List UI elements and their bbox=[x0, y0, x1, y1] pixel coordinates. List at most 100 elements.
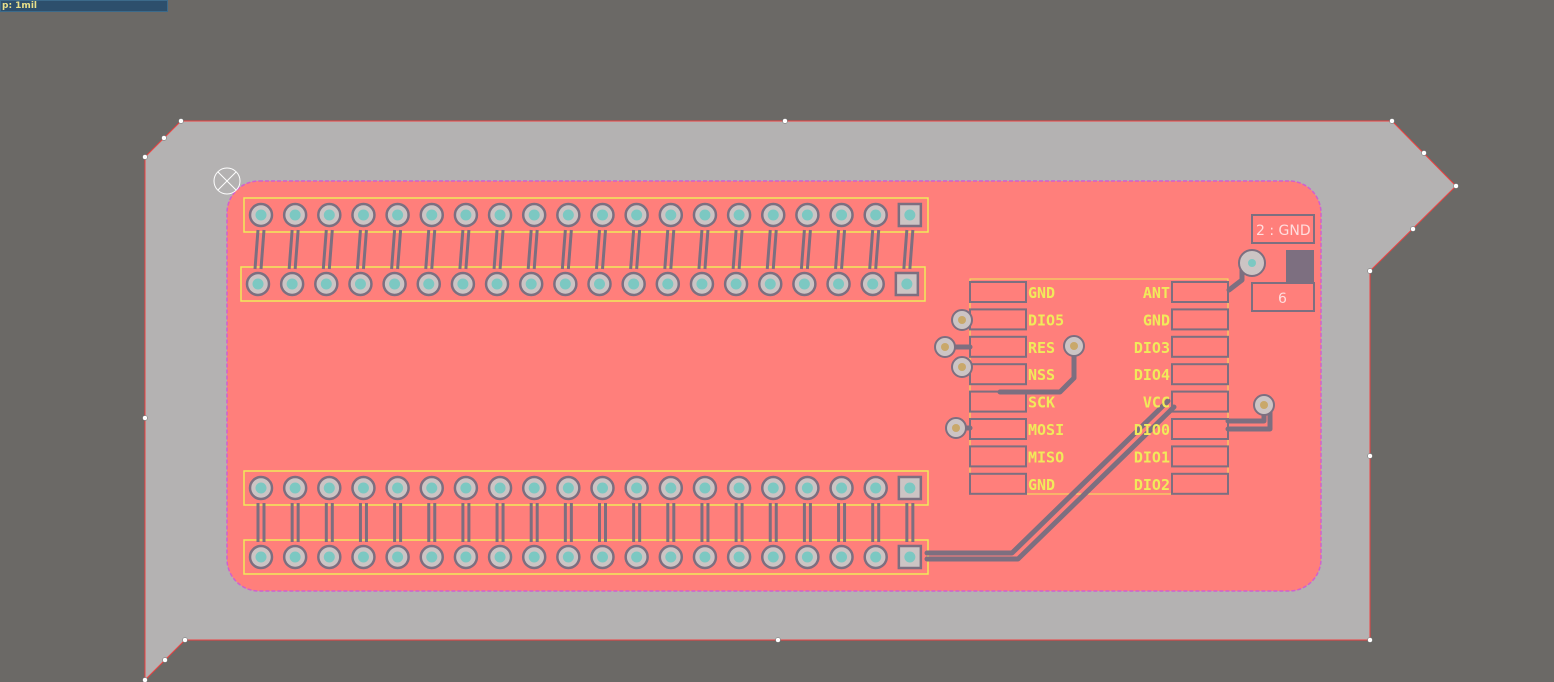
header-top-track[interactable] bbox=[697, 229, 704, 270]
header-top-track[interactable] bbox=[526, 229, 533, 270]
header-top-track[interactable] bbox=[259, 229, 266, 270]
module-pin-label: GND bbox=[1028, 476, 1055, 494]
header-top-track[interactable] bbox=[908, 229, 915, 270]
antenna-connector[interactable]: 2 : GND 6 bbox=[1238, 214, 1315, 312]
header-top-drill bbox=[901, 278, 913, 290]
header-top-track[interactable] bbox=[355, 229, 362, 270]
header-top-track[interactable] bbox=[771, 229, 778, 270]
header-top-track[interactable] bbox=[635, 229, 642, 270]
header-top-track[interactable] bbox=[327, 229, 334, 270]
header-top-track[interactable] bbox=[737, 229, 744, 270]
header-bottom-drill bbox=[870, 551, 882, 563]
header-top-drill bbox=[733, 209, 745, 221]
module-via-drill bbox=[1070, 342, 1078, 350]
module-left-pad[interactable] bbox=[969, 445, 1027, 468]
header-top-drill bbox=[665, 209, 677, 221]
header-top-track[interactable] bbox=[321, 229, 328, 270]
header-top-track[interactable] bbox=[868, 229, 875, 270]
module-pin-label: SCK bbox=[1028, 394, 1055, 412]
antenna-pad-gnd-bottom[interactable] bbox=[1251, 282, 1315, 312]
header-top-track[interactable] bbox=[430, 229, 437, 270]
module-pin-label: MISO bbox=[1028, 448, 1064, 466]
header-top-track[interactable] bbox=[595, 229, 601, 270]
module-right-pad[interactable] bbox=[1171, 445, 1229, 468]
module-via-drill bbox=[941, 343, 949, 351]
header-pads[interactable] bbox=[245, 202, 923, 570]
header-bottom-drill bbox=[392, 482, 404, 494]
antenna-pad-signal[interactable] bbox=[1286, 250, 1314, 282]
header-top-track[interactable] bbox=[799, 229, 806, 270]
header-top-track[interactable] bbox=[765, 229, 772, 270]
header-top-drill bbox=[286, 278, 298, 290]
header-bottom-drill bbox=[357, 551, 369, 563]
module-pin-label: DIO0 bbox=[1134, 421, 1170, 439]
header-bottom-drill bbox=[426, 482, 438, 494]
header-top-track[interactable] bbox=[874, 229, 881, 270]
header-bottom-drill bbox=[665, 551, 677, 563]
header-top-track[interactable] bbox=[834, 229, 841, 270]
header-bottom-drill bbox=[597, 482, 608, 494]
header-top-track[interactable] bbox=[566, 229, 573, 270]
module-right-pad[interactable] bbox=[1171, 308, 1229, 331]
header-top-track[interactable] bbox=[424, 229, 431, 270]
module-right-pad[interactable] bbox=[1171, 390, 1229, 413]
header-top-drill bbox=[730, 278, 742, 290]
module-right-pad[interactable] bbox=[1171, 363, 1229, 386]
module-left-pad[interactable] bbox=[969, 281, 1027, 303]
header-top-track[interactable] bbox=[629, 229, 636, 270]
header-top-drill bbox=[354, 278, 366, 290]
header-bottom-drill bbox=[255, 551, 267, 563]
header-top-track[interactable] bbox=[293, 229, 300, 270]
header-top-track[interactable] bbox=[287, 229, 294, 270]
header-bottom-drill bbox=[699, 482, 711, 494]
header-top-track[interactable] bbox=[458, 229, 465, 270]
header-top-track[interactable] bbox=[532, 229, 539, 270]
header-top-drill bbox=[389, 278, 401, 290]
header-top-drill bbox=[836, 209, 848, 221]
header-top-track[interactable] bbox=[396, 229, 403, 270]
module-right-pad[interactable] bbox=[1171, 472, 1229, 495]
module-right-pad[interactable] bbox=[1171, 335, 1229, 358]
header-top-track[interactable] bbox=[663, 229, 670, 270]
header-top-drill bbox=[255, 209, 267, 221]
header-top-drill bbox=[525, 278, 537, 290]
header-top-track[interactable] bbox=[902, 229, 909, 270]
header-top-track[interactable] bbox=[601, 229, 607, 270]
header-top-track[interactable] bbox=[498, 229, 505, 270]
header-bottom-drill bbox=[836, 482, 848, 494]
header-top-track[interactable] bbox=[703, 229, 710, 270]
outline-vertices[interactable] bbox=[142, 118, 1459, 682]
antenna-pad-gnd-top[interactable] bbox=[1251, 214, 1315, 244]
module-vias[interactable] bbox=[934, 309, 1275, 439]
header-top-track[interactable] bbox=[560, 229, 567, 270]
module-pin-label: MOSI bbox=[1028, 421, 1064, 439]
module-pin-label: VCC bbox=[1143, 394, 1170, 412]
header-top-track[interactable] bbox=[390, 229, 397, 270]
header-top-drill bbox=[594, 278, 605, 290]
header-bottom-drill bbox=[801, 482, 813, 494]
module-pin-label: RES bbox=[1028, 339, 1055, 357]
header-top-drill bbox=[662, 278, 674, 290]
header-top-track[interactable] bbox=[669, 229, 676, 270]
module-left-pad[interactable] bbox=[969, 472, 1027, 495]
header-top-track[interactable] bbox=[840, 229, 847, 270]
header-top-track[interactable] bbox=[361, 229, 368, 270]
header-top-drill bbox=[798, 278, 810, 290]
header-bottom-drill bbox=[289, 551, 301, 563]
header-top-track[interactable] bbox=[731, 229, 738, 270]
header-bottom-drill bbox=[562, 482, 574, 494]
header-top-drill bbox=[320, 278, 332, 290]
header-top-track[interactable] bbox=[805, 229, 812, 270]
header-top-track[interactable] bbox=[464, 229, 471, 270]
header-bottom-drill bbox=[494, 482, 506, 494]
header-tracks[interactable] bbox=[253, 229, 915, 542]
module-pin-label: ANT bbox=[1143, 284, 1170, 302]
header-top-track[interactable] bbox=[492, 229, 499, 270]
module-via-drill bbox=[952, 424, 960, 432]
header-top-track[interactable] bbox=[253, 229, 260, 270]
header-bottom-drill bbox=[494, 551, 506, 563]
header-bottom-drill bbox=[631, 551, 643, 563]
header-top-drill bbox=[491, 278, 503, 290]
module-pin-label: DIO2 bbox=[1134, 476, 1170, 494]
